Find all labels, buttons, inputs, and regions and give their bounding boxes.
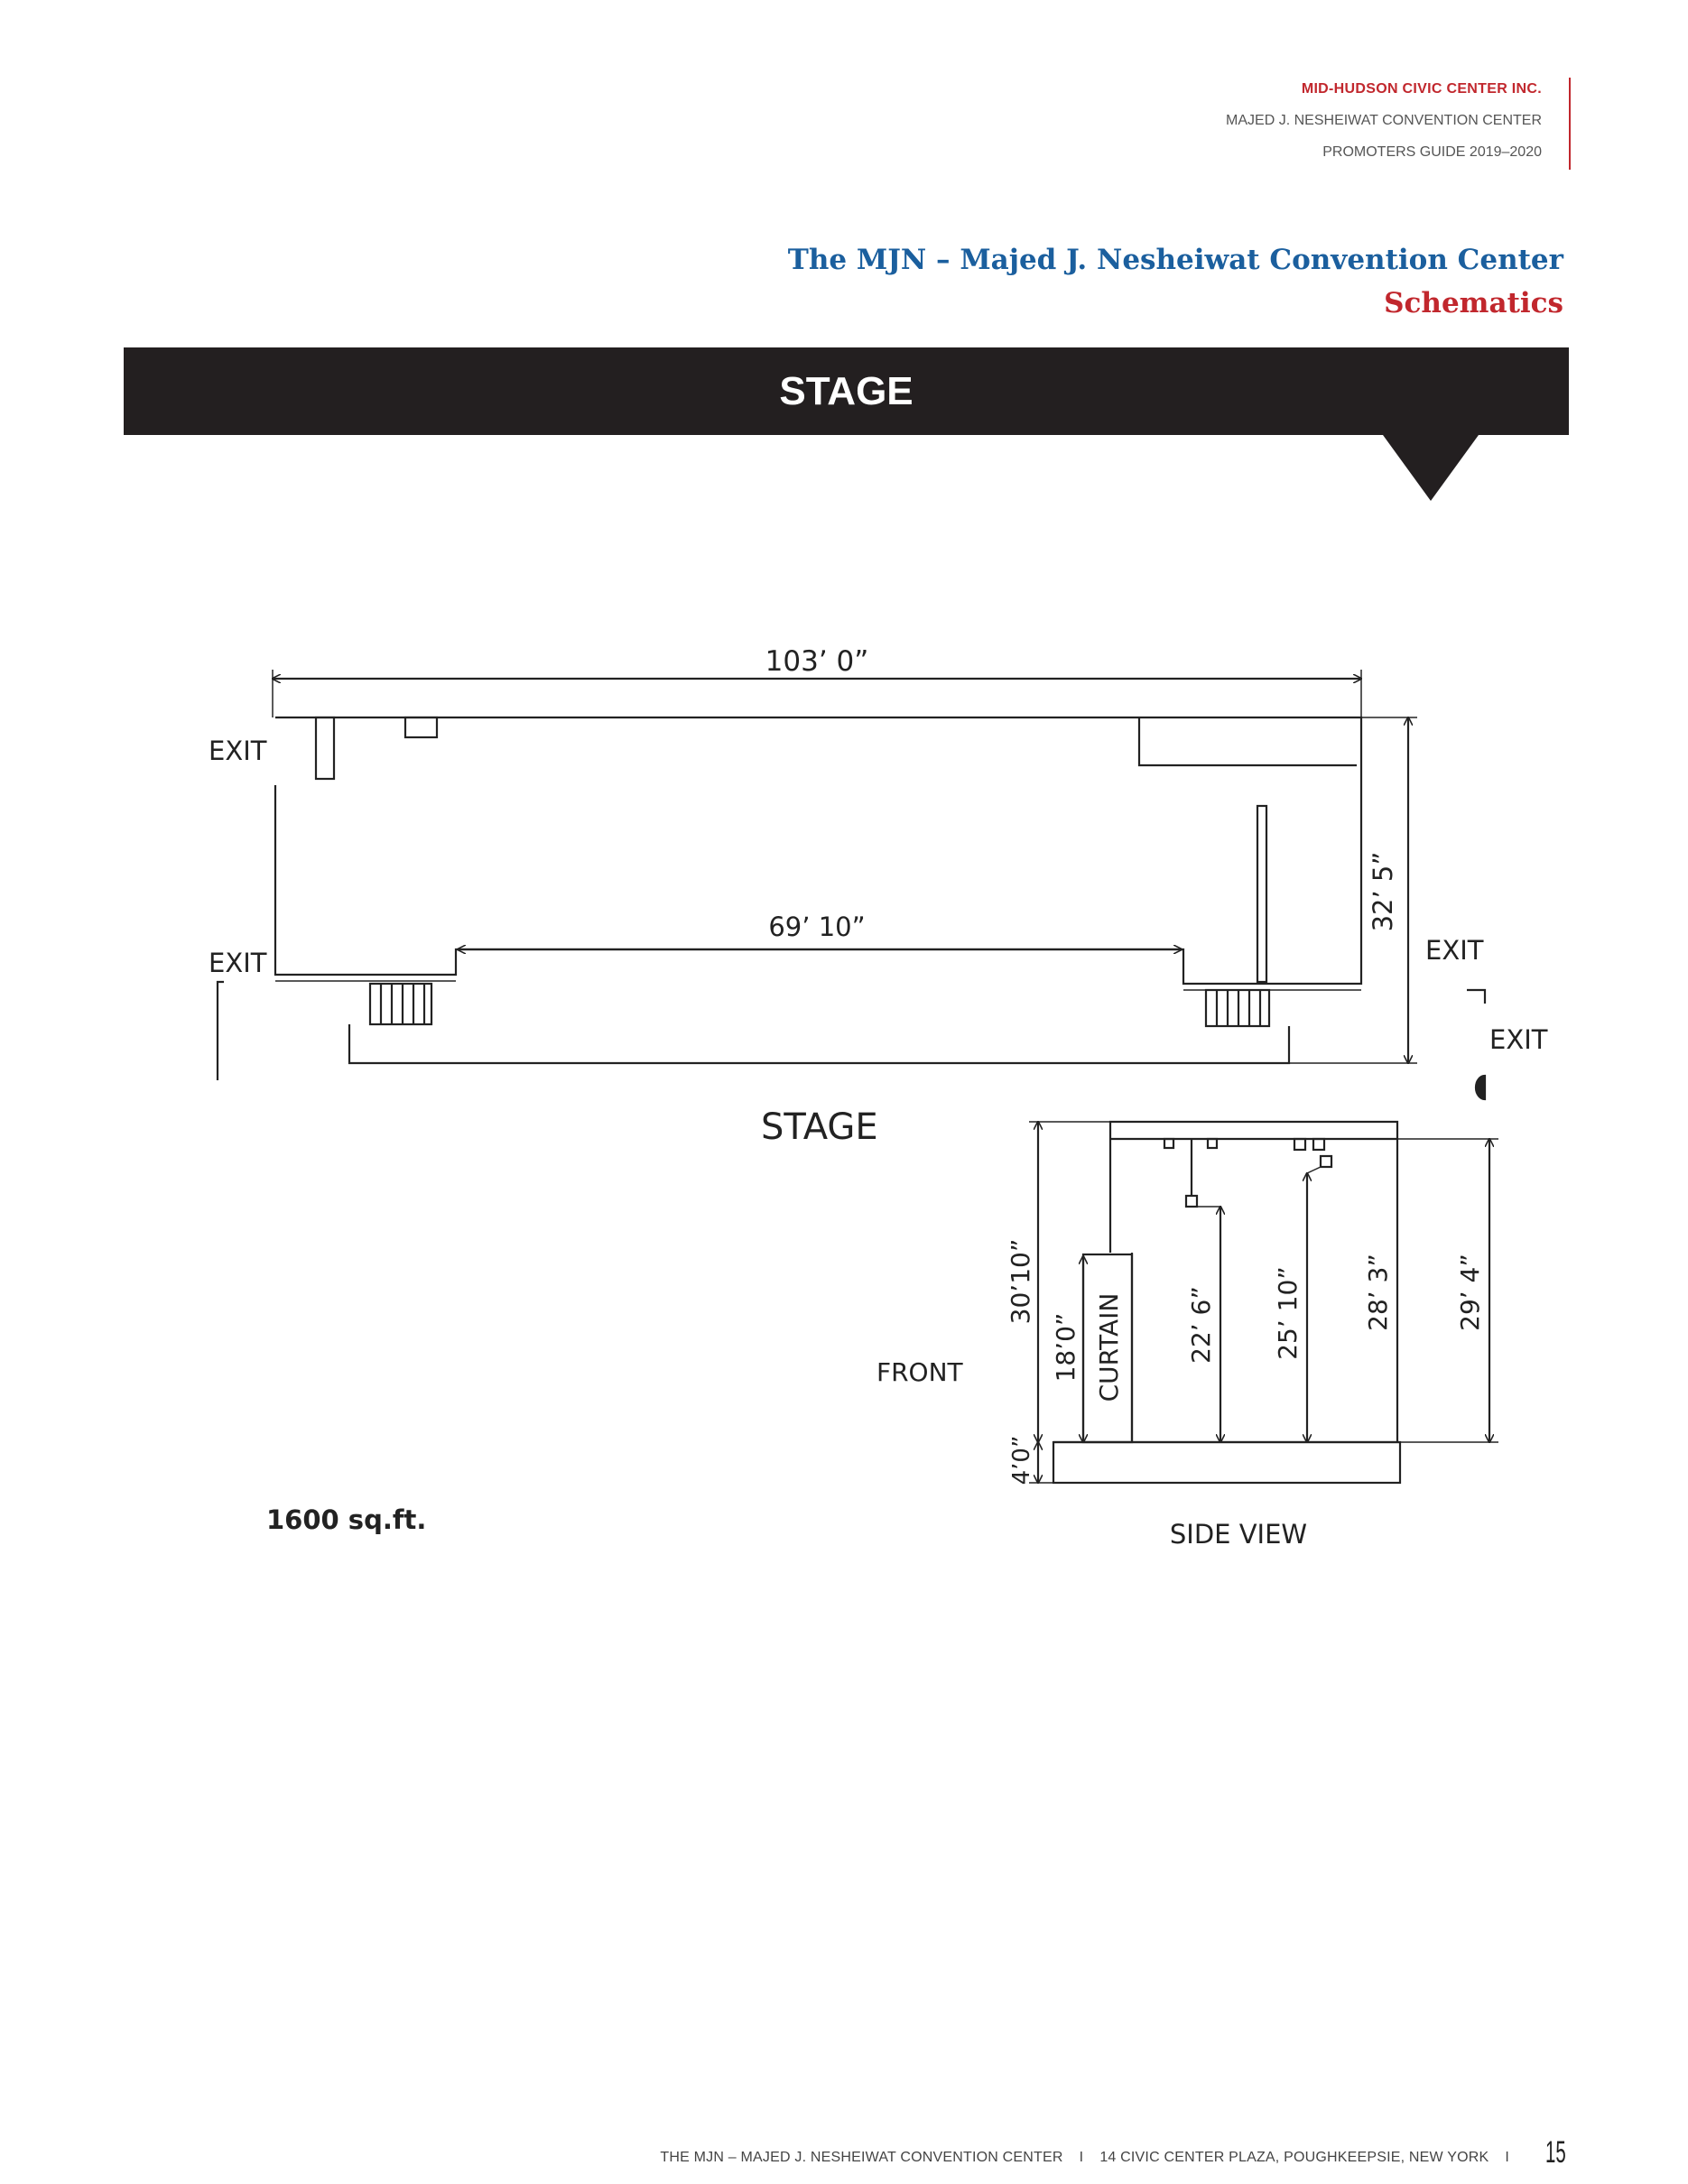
dim-label: 30’10” bbox=[1006, 1239, 1035, 1325]
stage-post bbox=[1256, 804, 1268, 984]
exit-label: EXIT bbox=[1425, 935, 1484, 966]
dim-label: 25’ 10” bbox=[1273, 1266, 1303, 1360]
stairs-right bbox=[1204, 988, 1271, 1028]
stage-label: STAGE bbox=[761, 1106, 878, 1148]
dim-label: 29’ 4” bbox=[1455, 1254, 1485, 1331]
exit-door-left bbox=[216, 980, 224, 1080]
header-subtitle: MAJED J. NESHEIWAT CONVENTION CENTER bbox=[1226, 113, 1542, 128]
curtain-label: CURTAIN bbox=[1094, 1293, 1124, 1402]
exit-label: EXIT bbox=[1489, 1024, 1548, 1055]
stairs-left bbox=[368, 982, 433, 1026]
header-guide: PROMOTERS GUIDE 2019–2020 bbox=[1322, 144, 1542, 160]
dim-label: 4’0” bbox=[1008, 1436, 1035, 1485]
exit-door-right bbox=[1467, 988, 1487, 1004]
dim-label: 22’ 6” bbox=[1186, 1286, 1216, 1364]
width-label: 103’ 0” bbox=[765, 645, 869, 678]
exit-label: EXIT bbox=[209, 948, 267, 978]
stage-fixture-small bbox=[403, 716, 439, 739]
side-view-caption: SIDE VIEW bbox=[1170, 1519, 1307, 1550]
area-label: 1600 sq.ft. bbox=[266, 1504, 426, 1535]
footer-venue: THE MJN – MAJED J. NESHEIWAT CONVENTION … bbox=[660, 2150, 1063, 2165]
depth-label: 32’ 5” bbox=[1368, 852, 1398, 932]
side-view-grid bbox=[1108, 1120, 1399, 1253]
footer-address: 14 CIVIC CENTER PLAZA, POUGHKEEPSIE, NEW… bbox=[1099, 2150, 1489, 2165]
stage-fixture-left bbox=[314, 716, 336, 781]
banner-pointer bbox=[1383, 435, 1479, 501]
section-banner-label: STAGE bbox=[779, 369, 914, 413]
side-view-base bbox=[1052, 1440, 1402, 1485]
section-banner: STAGE bbox=[124, 347, 1569, 435]
page-number: 15 bbox=[1545, 2135, 1566, 2170]
dim-label: 28’ 3” bbox=[1363, 1254, 1393, 1331]
page-title: The MJN – Majed J. Nesheiwat Convention … bbox=[787, 244, 1563, 276]
page-subtitle: Schematics bbox=[1384, 287, 1563, 319]
header-org: MID-HUDSON CIVIC CENTER INC. bbox=[1301, 81, 1542, 97]
stage-outline bbox=[274, 716, 1363, 986]
footer: THE MJN – MAJED J. NESHEIWAT CONVENTION … bbox=[0, 2150, 1526, 2166]
footer-separator: I bbox=[1079, 2150, 1084, 2165]
footer-separator: I bbox=[1505, 2150, 1509, 2165]
exit-marker-right bbox=[1474, 1074, 1487, 1101]
stage-platform-right bbox=[1137, 717, 1357, 767]
exit-label: EXIT bbox=[209, 736, 267, 766]
inner-width-label: 69’ 10” bbox=[768, 912, 865, 942]
stage-apron bbox=[348, 1024, 1291, 1065]
dim-label: 18’0” bbox=[1051, 1313, 1081, 1383]
header-rule bbox=[1569, 78, 1571, 170]
front-label: FRONT bbox=[876, 1357, 964, 1387]
